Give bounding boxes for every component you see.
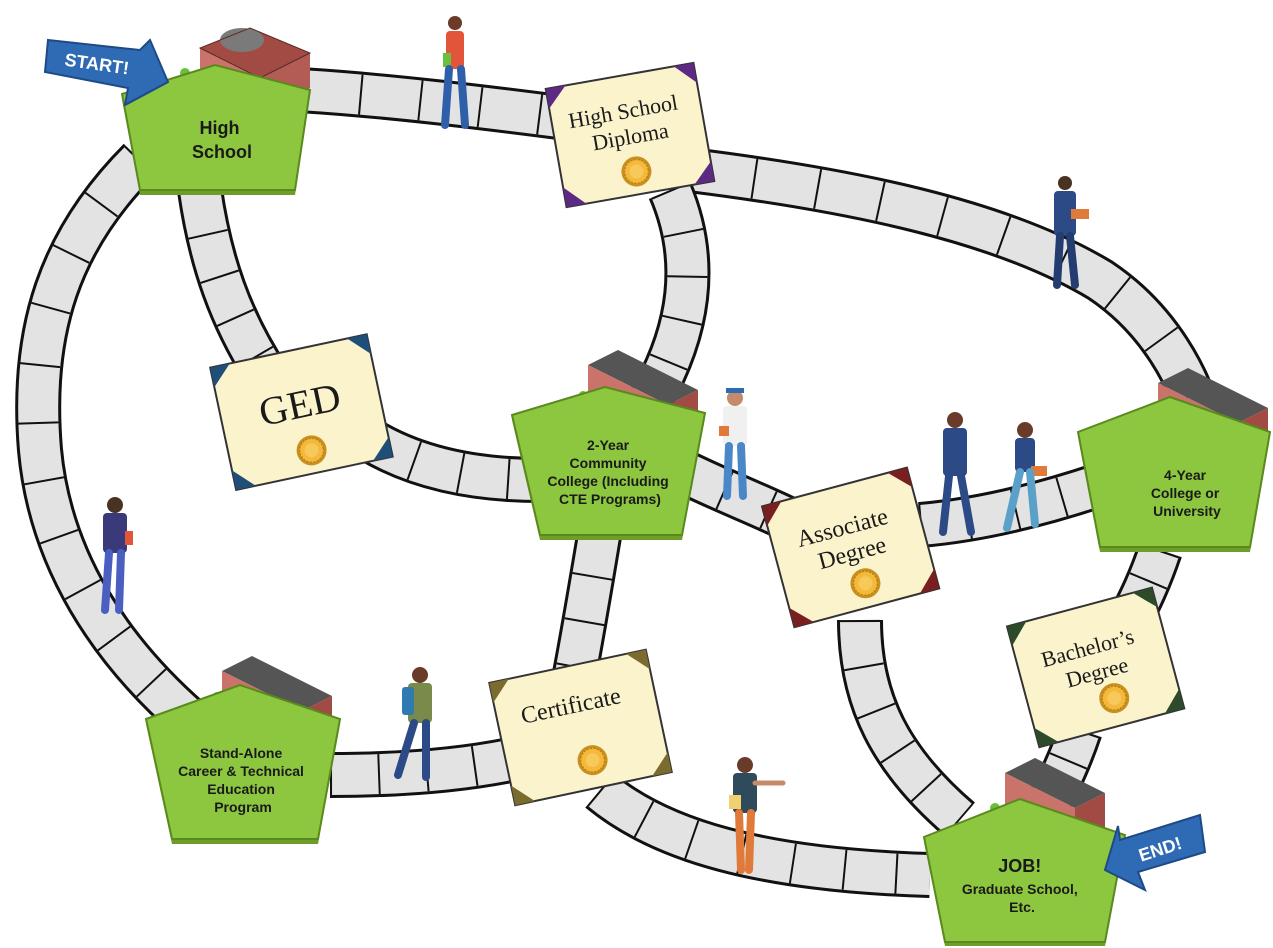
person-icon-man-with-books	[1053, 176, 1089, 289]
road-certificate-to-job	[585, 772, 931, 898]
person-icon-backpack-student	[394, 667, 432, 781]
credential-certificate: Certificate	[488, 648, 673, 807]
node-high-school: High School	[120, 63, 312, 195]
road-career-to-certificate	[329, 737, 515, 798]
credential-bachelors: Bachelor’s Degree	[1005, 586, 1186, 749]
person-icon-student-walking-top	[441, 16, 469, 129]
node-career-tech: Stand-Alone Career & Technical Education…	[144, 683, 342, 844]
credential-high-school-diploma: High School Diploma	[544, 61, 716, 209]
road-ged-to-cc	[358, 420, 541, 503]
node-community-college: 2-Year Community College (Including CTE …	[510, 385, 707, 540]
road-hs-to-career	[15, 143, 206, 738]
person-icon-woman-pointing	[729, 757, 786, 874]
person-icon-man-left-road	[101, 497, 133, 614]
road-hs-to-ged	[177, 186, 290, 393]
credential-associate: Associate Degree	[760, 466, 941, 629]
road-diploma-to-4year	[687, 147, 1223, 427]
road-associate-to-job	[837, 619, 976, 838]
person-icon-student-cap	[719, 388, 747, 500]
person-icon-woman-walking	[1003, 422, 1047, 532]
person-icon-man-walking	[939, 412, 975, 536]
road-diploma-to-cc	[629, 180, 711, 412]
end-arrow: END!	[1103, 813, 1207, 893]
